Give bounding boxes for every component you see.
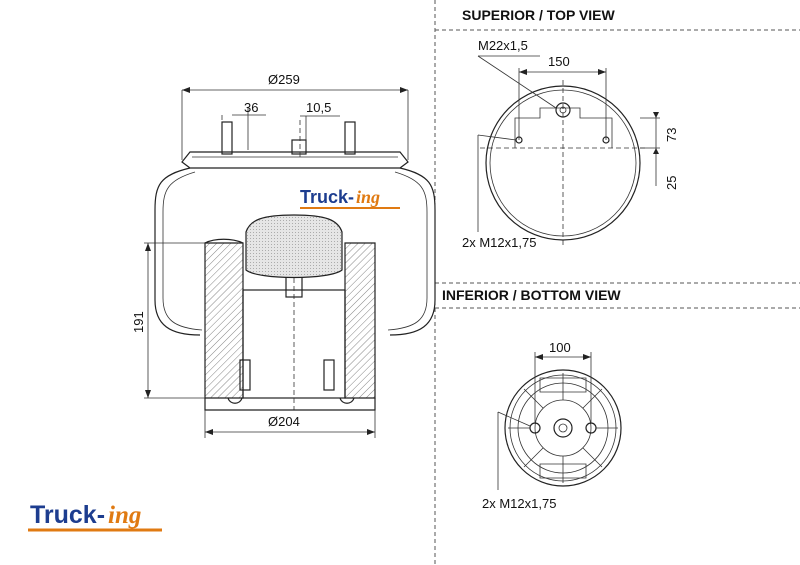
side-dim-10-5-label: 10,5 <box>306 100 331 115</box>
bottom-dim-100-label: 100 <box>549 340 571 355</box>
top-dim-25-label: 25 <box>664 176 679 190</box>
drawing-logo-ing: ing <box>356 187 380 207</box>
panel-separators <box>434 0 800 565</box>
side-diameter-top-label: Ø259 <box>268 72 300 87</box>
side-height-label: 191 <box>131 311 146 333</box>
bottom-bolts-label: 2x M12x1,75 <box>482 496 556 511</box>
side-view-drawing <box>154 120 436 411</box>
side-diameter-bottom-label: Ø204 <box>268 414 300 429</box>
side-dim-36-label: 36 <box>244 100 258 115</box>
top-dim-150-label: 150 <box>548 54 570 69</box>
bottom-view-heading: INFERIOR / BOTTOM VIEW <box>442 287 621 303</box>
top-bolts-label: 2x M12x1,75 <box>462 235 536 250</box>
drawing-logo-truck: Truck- <box>300 187 354 207</box>
top-thread-label: M22x1,5 <box>478 38 528 53</box>
top-view-heading: SUPERIOR / TOP VIEW <box>462 7 616 23</box>
top-dim-73-label: 73 <box>664 128 679 142</box>
top-view-drawing <box>480 80 645 245</box>
bottom-view-drawing <box>504 369 622 487</box>
brand-logo-ing: ing <box>108 502 141 529</box>
brand-logo: Truck- ing <box>28 501 162 532</box>
drawing-logo: Truck- ing <box>300 187 400 209</box>
side-view-dimensions <box>144 87 409 438</box>
bottom-view-dimensions <box>497 352 592 490</box>
brand-logo-truck: Truck- <box>30 501 105 529</box>
top-view-dimensions <box>477 55 660 232</box>
